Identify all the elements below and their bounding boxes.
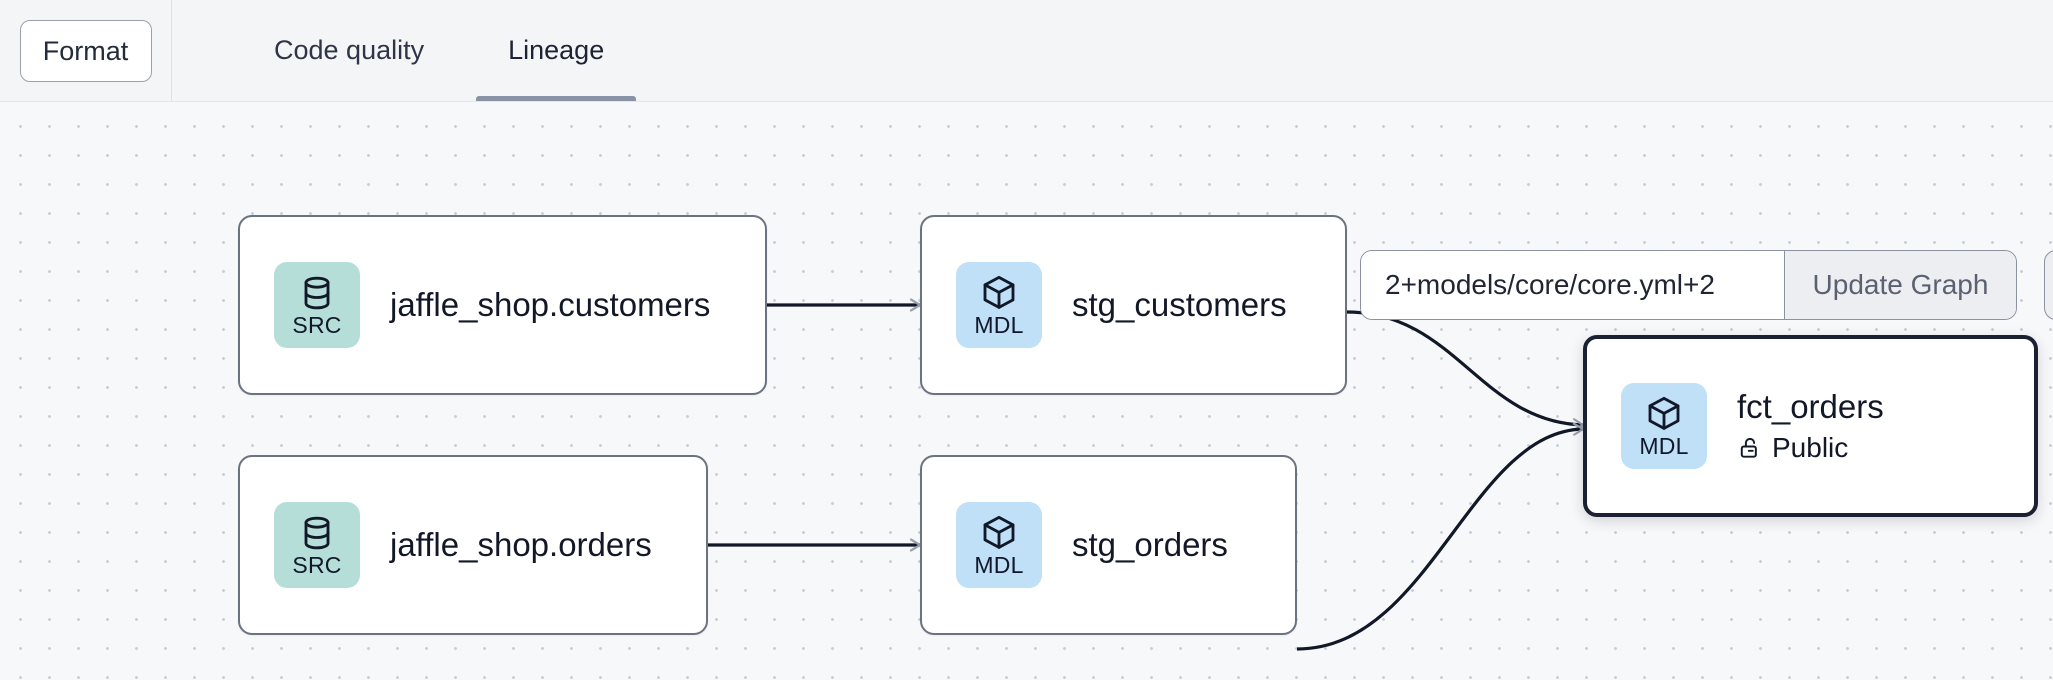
node-title: fct_orders: [1737, 388, 1884, 426]
lineage-node-stg-customers[interactable]: MDL stg_customers: [920, 215, 1347, 395]
cube-icon: [983, 515, 1015, 549]
cube-icon: [1648, 396, 1680, 430]
badge-src: SRC: [274, 262, 360, 348]
badge-label: MDL: [1639, 433, 1689, 459]
node-title: jaffle_shop.orders: [390, 526, 652, 564]
badge-label: MDL: [974, 552, 1024, 578]
node-visibility-label: Public: [1772, 431, 1849, 463]
edge-stg-orders-to-fct-orders: [1296, 429, 1583, 651]
badge-mdl: MDL: [1621, 383, 1707, 469]
lineage-node-fct-orders[interactable]: MDL fct_orders Public: [1583, 335, 2038, 517]
node-text: jaffle_shop.orders: [390, 526, 652, 564]
lineage-node-jaffle-shop-orders[interactable]: SRC jaffle_shop.orders: [238, 455, 708, 635]
update-graph-button[interactable]: Update Graph: [1784, 251, 2016, 319]
node-text: fct_orders Public: [1737, 388, 1884, 464]
tab-code-quality[interactable]: Code quality: [274, 35, 425, 65]
lineage-node-stg-orders[interactable]: MDL stg_orders: [920, 455, 1297, 635]
badge-mdl: MDL: [956, 262, 1042, 348]
lineage-canvas[interactable]: SRC jaffle_shop.customers MDL stg_custom…: [0, 102, 2053, 680]
tab-bar: Code quality Lineage: [172, 0, 646, 101]
badge-label: SRC: [292, 552, 342, 578]
format-zone: Format: [0, 0, 172, 101]
node-title: stg_customers: [1072, 286, 1287, 324]
node-title: stg_orders: [1072, 526, 1228, 564]
cube-icon: [983, 275, 1015, 309]
graph-selector-group: Update Graph: [1360, 250, 2017, 320]
badge-label: SRC: [292, 312, 342, 338]
format-button[interactable]: Format: [19, 19, 152, 82]
unlock-icon: [1740, 437, 1757, 458]
node-text: jaffle_shop.customers: [390, 286, 710, 324]
tab-lineage[interactable]: Lineage: [466, 0, 646, 101]
node-visibility: Public: [1737, 432, 1884, 464]
node-title: jaffle_shop.customers: [390, 286, 711, 324]
overflow-control-partial[interactable]: [2044, 250, 2053, 320]
node-text: stg_orders: [1072, 526, 1228, 564]
lineage-node-jaffle-shop-customers[interactable]: SRC jaffle_shop.customers: [238, 215, 767, 395]
edge-stg-customers-to-fct-orders: [1346, 310, 1583, 425]
graph-selector-input[interactable]: [1361, 251, 1784, 319]
node-text: stg_customers: [1072, 286, 1287, 324]
badge-mdl: MDL: [956, 502, 1042, 588]
badge-label: MDL: [974, 312, 1024, 338]
database-icon: [304, 276, 330, 310]
toolbar: Format Code quality Lineage: [0, 0, 2053, 102]
database-icon: [304, 516, 330, 550]
badge-src: SRC: [274, 502, 360, 588]
